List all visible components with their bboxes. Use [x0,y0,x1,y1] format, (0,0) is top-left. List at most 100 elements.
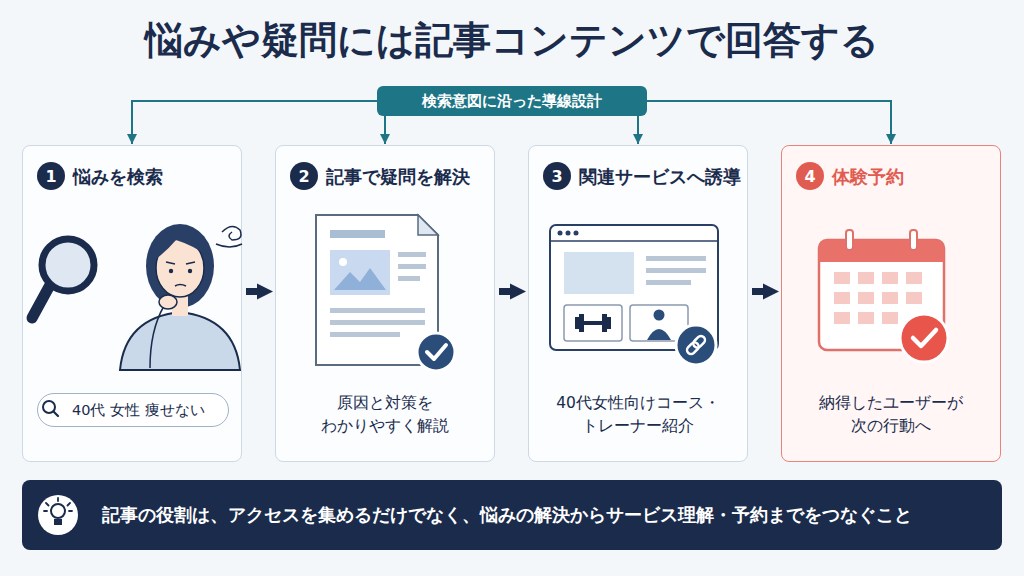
calendar-icon [819,230,944,350]
calendar-icon-part [846,230,853,250]
article-document-part [330,250,390,295]
browser-window-part [564,305,622,341]
check-badge-part [427,345,446,359]
diagram-title: 悩みや疑問には記事コンテンツで回答する [0,12,1024,68]
step-number: 1 [37,162,65,190]
calendar-icon-part [882,292,898,304]
branch-connector [647,101,891,144]
worried-woman-part [120,312,240,370]
link-badge-part [676,325,716,365]
article-document-part [398,264,426,269]
section-pill: 検索意図に沿った導線設計 [377,86,647,116]
article-document-part [398,276,420,281]
magnifier-icon-part [42,239,94,291]
check-badge-part [900,314,948,362]
check-badge [417,333,455,371]
step-description: 納得したユーザーが 次の行動へ [790,392,992,439]
link-badge-part-part [685,341,700,356]
lightbulb-icon-part [54,519,62,525]
article-document-part [316,215,438,365]
search-glass-icon-part [43,401,55,413]
dumbbell-icon-part [575,317,579,329]
trainer-icon-part [647,329,671,340]
step-card: 関連サービスへ誘導 40代女性向けコース・ トレーナー紹介 3 [528,145,748,462]
lightbulb-icon-part [51,504,65,518]
summary-band: 記事の役割は、アクセスを集めるだけでなく、悩みの解決からサービス理解・予約までを… [22,480,1002,550]
worried-woman [120,224,242,370]
calendar-icon-part [819,240,944,262]
trainer-icon-part [654,310,665,321]
lightbulb-icon-part [44,498,72,511]
search-glass-icon-part [54,412,59,417]
link-badge [676,325,716,365]
link-badge-part-part [692,334,707,349]
step-card: 悩みを検索 1 40代 女性 痩せない [22,145,242,462]
calendar-icon-part [910,230,917,250]
step-number: 3 [543,162,571,190]
article-document-part [339,258,347,266]
dumbbell-icon-part [602,314,607,332]
step-number-text: 4 [804,167,815,186]
article-document-part [334,268,386,290]
step-heading: 関連サービスへ誘導 [579,164,741,190]
step-number-text: 3 [551,167,562,186]
step-description: 40代女性向けコース・ トレーナー紹介 [537,392,739,439]
calendar-icon-part [906,272,922,284]
browser-window-part [558,231,563,236]
worried-woman-part [146,224,214,308]
browser-window [550,225,718,350]
dumbbell-icon-part [581,321,605,325]
branch-connector [132,101,377,144]
worried-woman-part [156,239,204,297]
trainer-icon [647,310,671,341]
step-card: 体験予約納得したユーザーが 次の行動へ 4 [781,145,1001,462]
article-document-part [330,308,425,313]
article-document-part [418,215,438,235]
worried-woman-part [172,296,188,316]
search-box: 40代 女性 痩せない [37,393,229,427]
article-document-part [330,332,400,337]
step-number-text: 2 [298,167,309,186]
browser-window-part [646,256,706,261]
dumbbell-icon [575,314,611,332]
step-description: 原因と対策を わかりやすく解説 [284,392,486,439]
step-heading: 体験予約 [832,164,904,190]
summary-band-text: 記事の役割は、アクセスを集めるだけでなく、悩みの解決からサービス理解・予約までを… [102,503,912,527]
worried-woman-part [169,269,173,273]
calendar-icon-part [858,312,874,324]
flow-arrow [752,288,771,295]
calendar-icon-part [858,272,874,284]
worried-woman-part [152,228,210,262]
lightbulb-icon [38,495,78,535]
branch-connector [637,116,639,144]
link-badge-part [685,334,706,355]
step-heading: 悩みを検索 [73,164,163,190]
worried-woman-part [150,306,164,368]
magnifier-icon-part [32,285,50,318]
check-badge-part [913,330,936,346]
check-badge [900,314,948,362]
article-document-part [330,320,425,325]
browser-window-part [566,231,571,236]
worried-woman-part [216,226,242,247]
step-number-text: 1 [45,167,56,186]
step-heading: 記事で疑問を解決 [326,164,470,190]
browser-window-part [574,231,579,236]
step-number: 4 [796,162,824,190]
branch-connector [384,116,386,144]
article-document-part [330,230,385,238]
lightbulb-icon-part [38,495,78,535]
step-number: 2 [290,162,318,190]
calendar-icon-part [882,272,898,284]
worried-woman-part [188,269,192,273]
worried-woman-part [159,295,177,309]
dumbbell-icon-part [607,317,611,329]
calendar-icon-part [882,312,898,324]
calendar-icon-part [819,240,944,350]
calendar-icon-part [834,292,850,304]
browser-window-part [550,240,718,242]
section-pill-text: 検索意図に沿った導線設計 [422,92,602,111]
flow-arrow [499,288,518,295]
